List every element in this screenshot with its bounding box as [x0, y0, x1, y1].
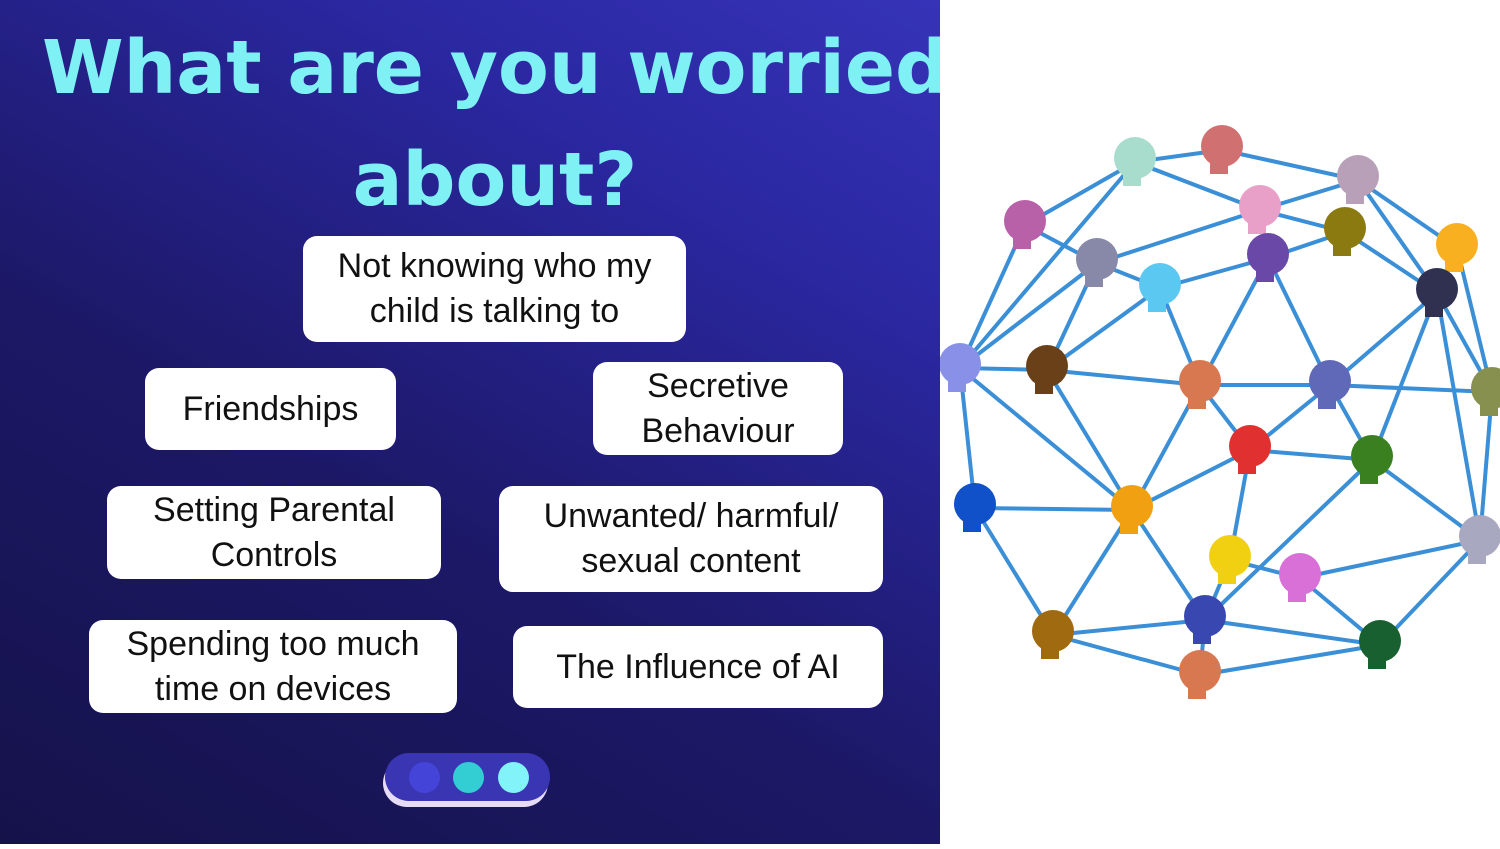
concern-card-screen-time: Spending too much time on devices [89, 620, 457, 713]
network-connection-line [1328, 291, 1439, 387]
network-illustration-panel [939, 0, 1500, 844]
person-head-icon [1247, 233, 1289, 282]
person-head-icon [954, 483, 996, 532]
person-head-icon [1004, 200, 1046, 249]
network-connection-line [1370, 292, 1439, 461]
network-connection-line [958, 160, 1137, 370]
network-connection-line [1435, 292, 1482, 541]
network-connection-line [973, 506, 1055, 637]
network-connection-line [1221, 148, 1359, 182]
network-connection-line [958, 366, 1134, 512]
concern-card-secretive-behaviour: Secretive Behaviour [593, 362, 843, 455]
decorative-dots-pill [385, 753, 550, 801]
people-network-illustration [939, 125, 1500, 699]
person-head-icon [1229, 425, 1271, 474]
person-head-icon [1184, 595, 1226, 644]
person-head-icon [1201, 125, 1243, 174]
network-connection-line [1378, 538, 1482, 647]
network-connection-line [1045, 286, 1162, 372]
person-head-icon [1351, 435, 1393, 484]
network-connection-line [1204, 618, 1381, 647]
dot-icon [453, 762, 484, 793]
person-head-icon [1026, 345, 1068, 394]
person-head-icon [939, 343, 981, 392]
network-connection-line [1299, 538, 1481, 580]
person-head-icon [1179, 650, 1221, 699]
network-connection-line [1203, 458, 1374, 622]
person-head-icon [1076, 238, 1118, 287]
person-head-icon [1309, 360, 1351, 409]
network-connection-line [1096, 208, 1261, 265]
network-connection-line [1052, 633, 1201, 677]
network-connection-line [1046, 368, 1201, 387]
person-head-icon [1239, 185, 1281, 234]
person-head-icon [1324, 207, 1366, 256]
person-head-icon [1337, 155, 1379, 204]
network-connection-line [1051, 508, 1134, 637]
person-head-icon [1139, 263, 1181, 312]
person-head-icon [1436, 223, 1478, 272]
person-head-icon [1032, 610, 1074, 659]
slide-title: What are you worried about? [42, 25, 948, 223]
network-connection-line [1199, 643, 1381, 677]
person-head-icon [1114, 137, 1156, 186]
concern-card-parental-controls: Setting Parental Controls [107, 486, 441, 579]
dot-icon [409, 762, 440, 793]
person-head-icon [1459, 515, 1500, 564]
person-head-icon [1279, 553, 1321, 602]
concern-card-ai-influence: The Influence of AI [513, 626, 883, 708]
person-head-icon [1209, 535, 1251, 584]
concern-card-friendships: Friendships [145, 368, 396, 450]
network-connection-line [958, 261, 1099, 370]
concern-card-harmful-content: Unwanted/ harmful/ sexual content [499, 486, 883, 592]
network-connection-line [1134, 160, 1261, 212]
person-head-icon [1359, 620, 1401, 669]
person-head-icon [1179, 360, 1221, 409]
network-connection-line [974, 506, 1133, 512]
person-head-icon [1471, 367, 1500, 416]
person-head-icon [1111, 485, 1153, 534]
dot-icon [498, 762, 529, 793]
person-head-icon [1416, 268, 1458, 317]
network-connection-line [1045, 368, 1134, 512]
concern-card-who-talking: Not knowing who my child is talking to [303, 236, 686, 342]
slide-left-panel: What are you worried about? Not knowing … [0, 0, 948, 844]
network-connection-line [1329, 383, 1493, 394]
network-connection-line [1052, 618, 1206, 637]
